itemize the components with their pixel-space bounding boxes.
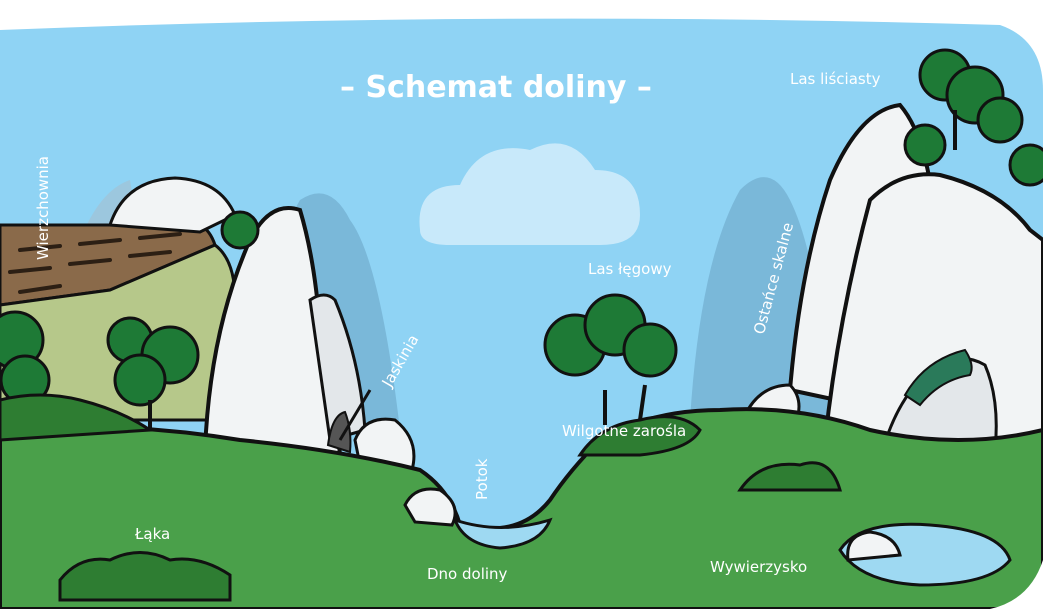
label-potok: Potok [473,458,491,500]
label-dno-doliny: Dno doliny [427,565,508,583]
ground-left [0,407,1043,609]
rock-upper-left [107,176,237,234]
furrows [8,232,182,294]
boulder-spring [846,530,902,562]
rock-small-left [308,293,367,442]
stream [452,517,553,550]
cloud [419,143,640,245]
frame-corner [990,560,1043,609]
bushes-right [737,461,842,492]
cave-pointer [338,389,372,441]
label-wierzchownia: Wierzchownia [34,155,52,260]
label-laka: Łąka [135,525,171,543]
label-wywierzysko: Wywierzysko [710,558,808,576]
label-wilgotne-zarosla: Wilgotne zarośla [562,422,687,440]
bushes-left [58,551,232,602]
moss-patch [903,348,973,407]
label-las-lisciasty: Las liściasty [790,70,881,88]
tree-trunks [148,110,957,440]
boulder-stream [403,487,457,527]
bushes-mid [577,415,702,457]
label-las-legowy: Las łęgowy [588,260,672,278]
diagram-title: – Schemat doliny – [340,70,652,105]
cave-entrance [326,410,352,454]
ground-dark-left [0,393,155,442]
